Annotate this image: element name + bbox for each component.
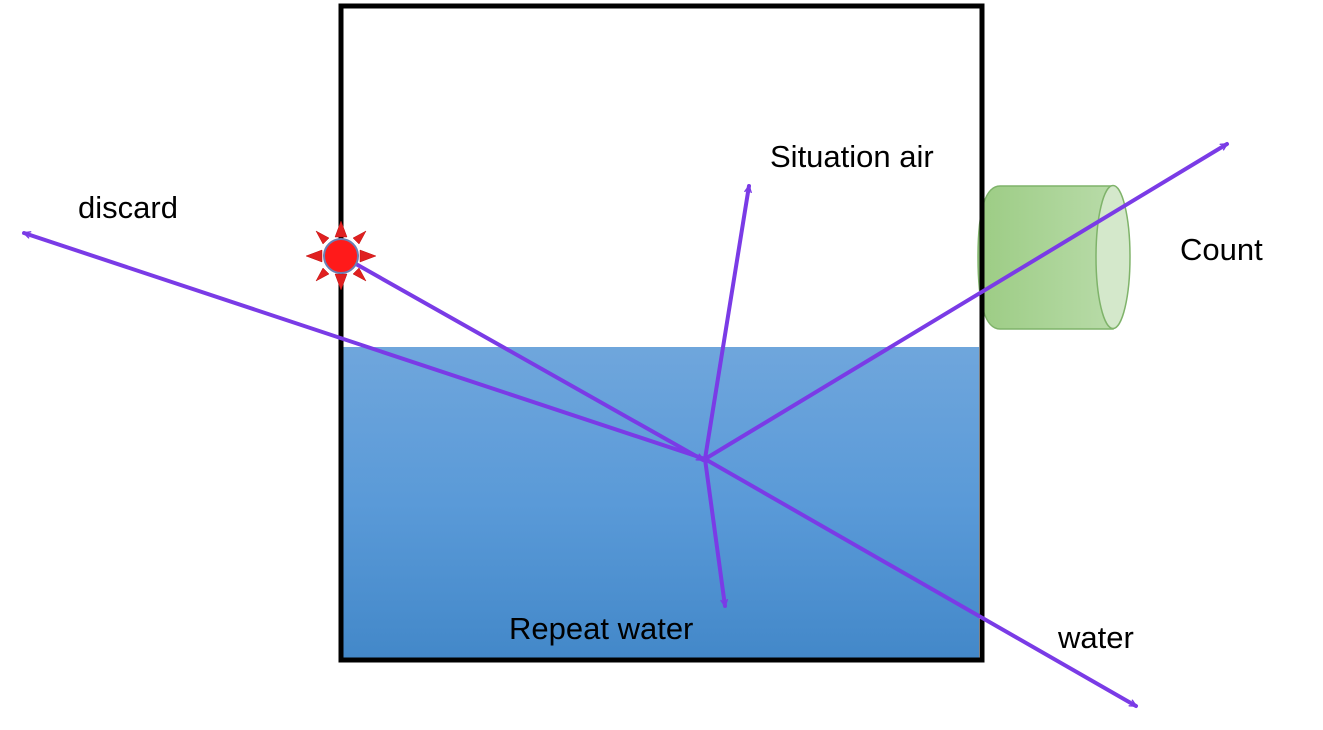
count-ray — [703, 142, 1229, 461]
water-ray — [703, 457, 1138, 708]
star-burst-source-icon — [305, 220, 377, 291]
detector-cylinder-icon — [977, 184, 1131, 330]
discard-label: discard — [78, 190, 178, 225]
situation-air-label: Situation air — [770, 139, 934, 174]
count-label: Count — [1180, 232, 1263, 267]
water-label: water — [1057, 620, 1134, 655]
repeat-water-label: Repeat water — [509, 611, 693, 646]
discard-ray — [22, 231, 707, 461]
water-body — [343, 347, 979, 658]
situation-air-ray — [703, 184, 752, 461]
repeat-water-ray — [703, 457, 729, 608]
container — [338, 3, 985, 663]
incident-ray — [338, 253, 705, 462]
ray-arrows — [22, 142, 1229, 708]
container-walls — [338, 3, 985, 663]
